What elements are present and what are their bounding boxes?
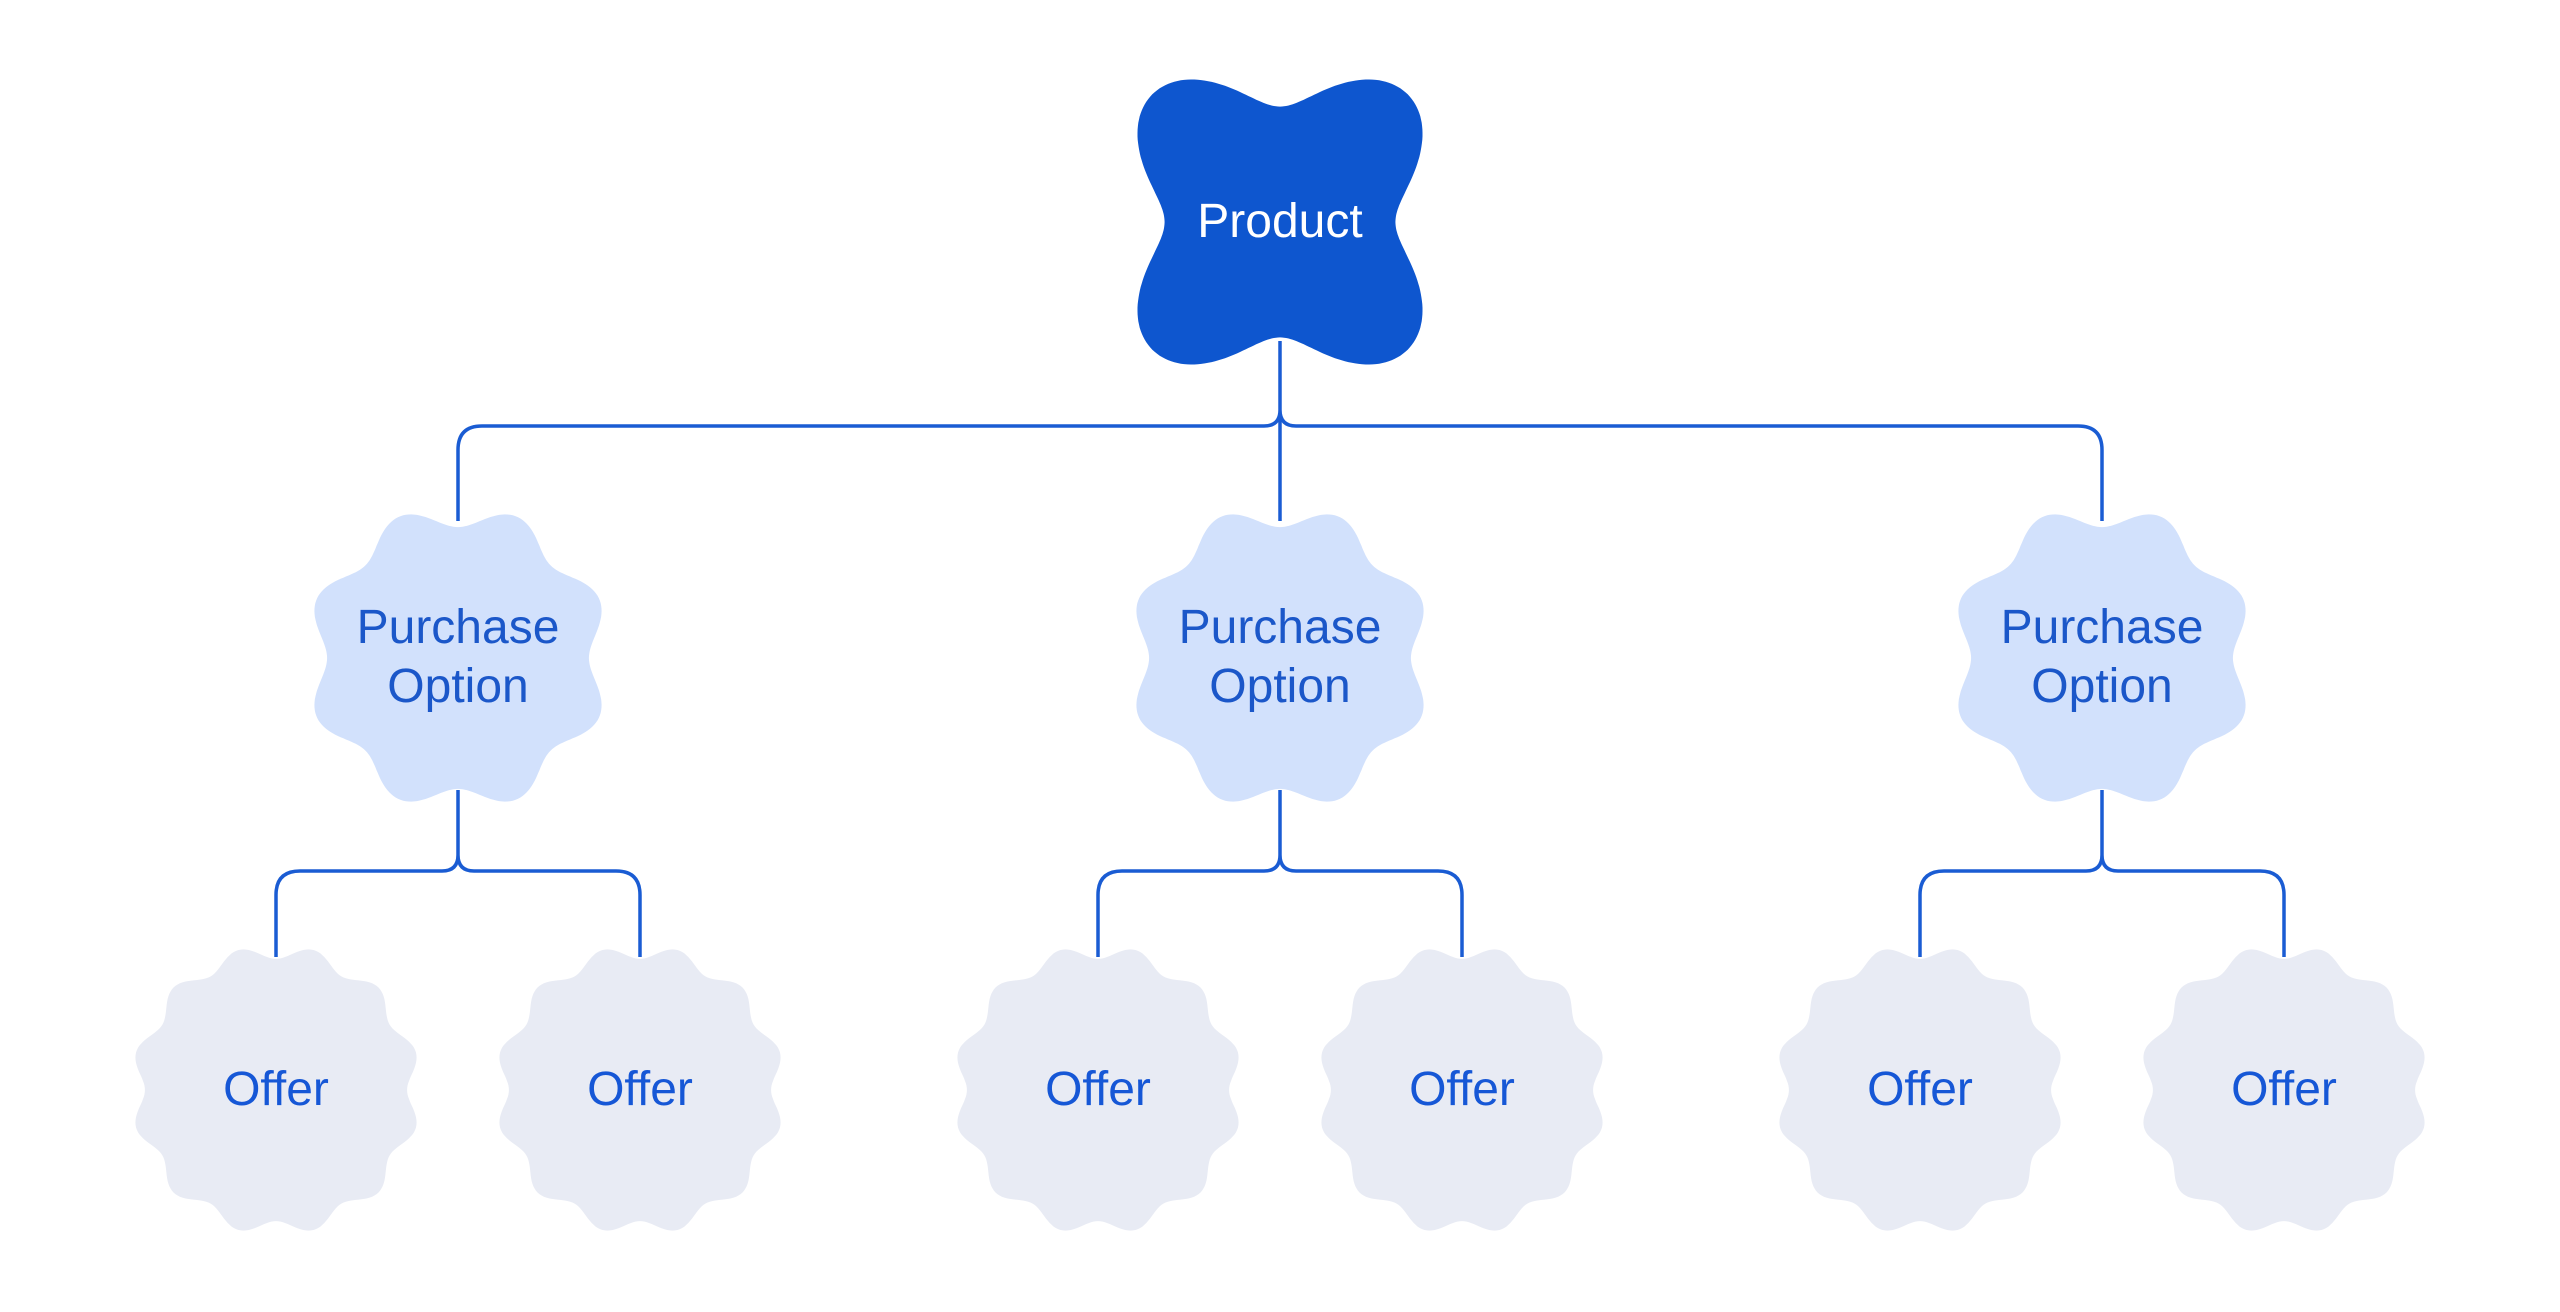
node-offer-blob (499, 949, 781, 1231)
node-purchase-option-label: Purchase Option (1178, 601, 1382, 713)
node-purchase-option-label: Purchase Option (356, 601, 560, 713)
node-purchase-option: Purchase Option (1942, 498, 2262, 818)
node-offer-blob (1321, 949, 1603, 1231)
node-offer-label: Offer (1045, 1062, 1151, 1116)
node-offer-label: Offer (587, 1062, 693, 1116)
node-offer-label: Offer (2231, 1062, 2337, 1116)
node-offer: Offer (1760, 930, 2080, 1250)
node-purchase-option-blob-shape (314, 514, 602, 802)
node-offer-blob-shape (499, 949, 781, 1231)
node-offer-blob (957, 949, 1239, 1231)
node-purchase-option-blob (1136, 514, 1424, 802)
node-purchase-option-label: Purchase Option (2000, 601, 2204, 713)
node-offer-label: Offer (1867, 1062, 1973, 1116)
node-offer-blob-shape (1321, 949, 1603, 1231)
node-purchase-option-blob-shape (1958, 514, 2246, 802)
node-offer-blob (2143, 949, 2425, 1231)
node-offer-blob (135, 949, 417, 1231)
node-product-blob-shape (1137, 79, 1423, 365)
node-product: Product (1120, 62, 1440, 382)
node-offer: Offer (1302, 930, 1622, 1250)
node-offer-blob (1779, 949, 2061, 1231)
node-purchase-option-blob-shape (1136, 514, 1424, 802)
node-offer-blob-shape (1779, 949, 2061, 1231)
node-product-label: Product (1197, 194, 1363, 248)
node-offer-blob-shape (2143, 949, 2425, 1231)
node-purchase-option: Purchase Option (1120, 498, 1440, 818)
node-offer: Offer (116, 930, 436, 1250)
node-offer-label: Offer (1409, 1062, 1515, 1116)
node-offer-blob-shape (957, 949, 1239, 1231)
node-purchase-option-blob (1958, 514, 2246, 802)
node-offer-blob-shape (135, 949, 417, 1231)
node-purchase-option-blob (314, 514, 602, 802)
node-offer: Offer (480, 930, 800, 1250)
node-purchase-option: Purchase Option (298, 498, 618, 818)
node-offer: Offer (2124, 930, 2444, 1250)
node-offer: Offer (938, 930, 1258, 1250)
node-offer-label: Offer (223, 1062, 329, 1116)
connector-path (274, 341, 2286, 957)
node-product-blob (1137, 79, 1423, 365)
